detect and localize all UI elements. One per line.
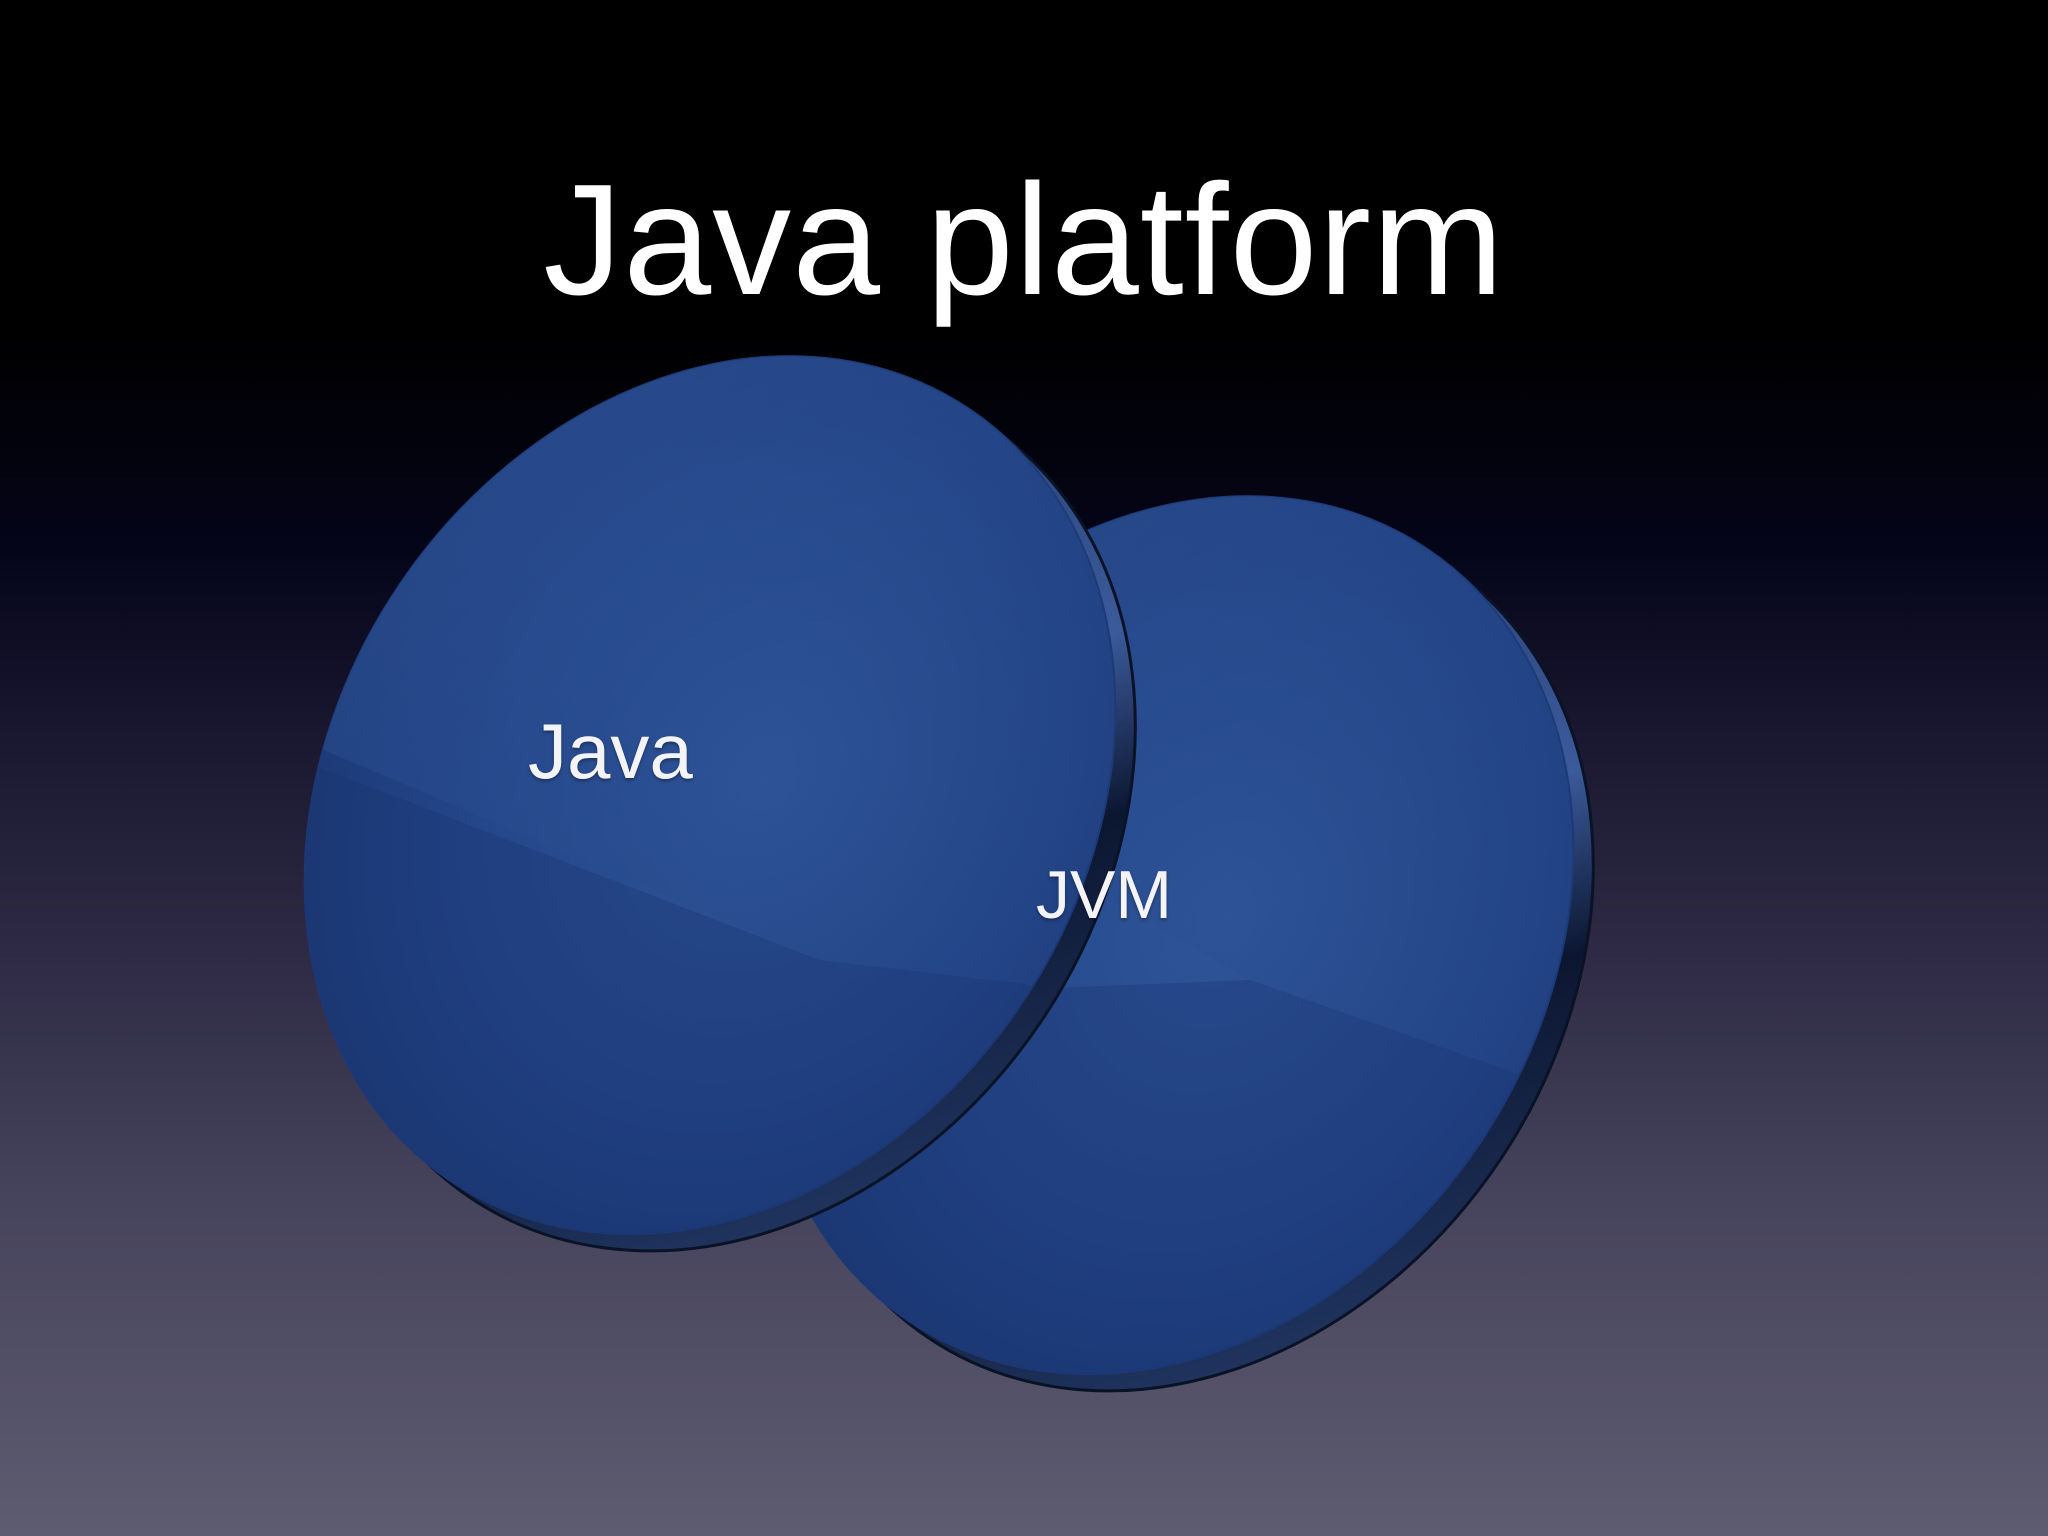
slide-title: Java platform bbox=[543, 152, 1505, 328]
disc-java-label: Java bbox=[528, 707, 693, 795]
disc-jvm-label: JVM bbox=[1036, 857, 1172, 933]
disc-java bbox=[300, 300, 1160, 1391]
